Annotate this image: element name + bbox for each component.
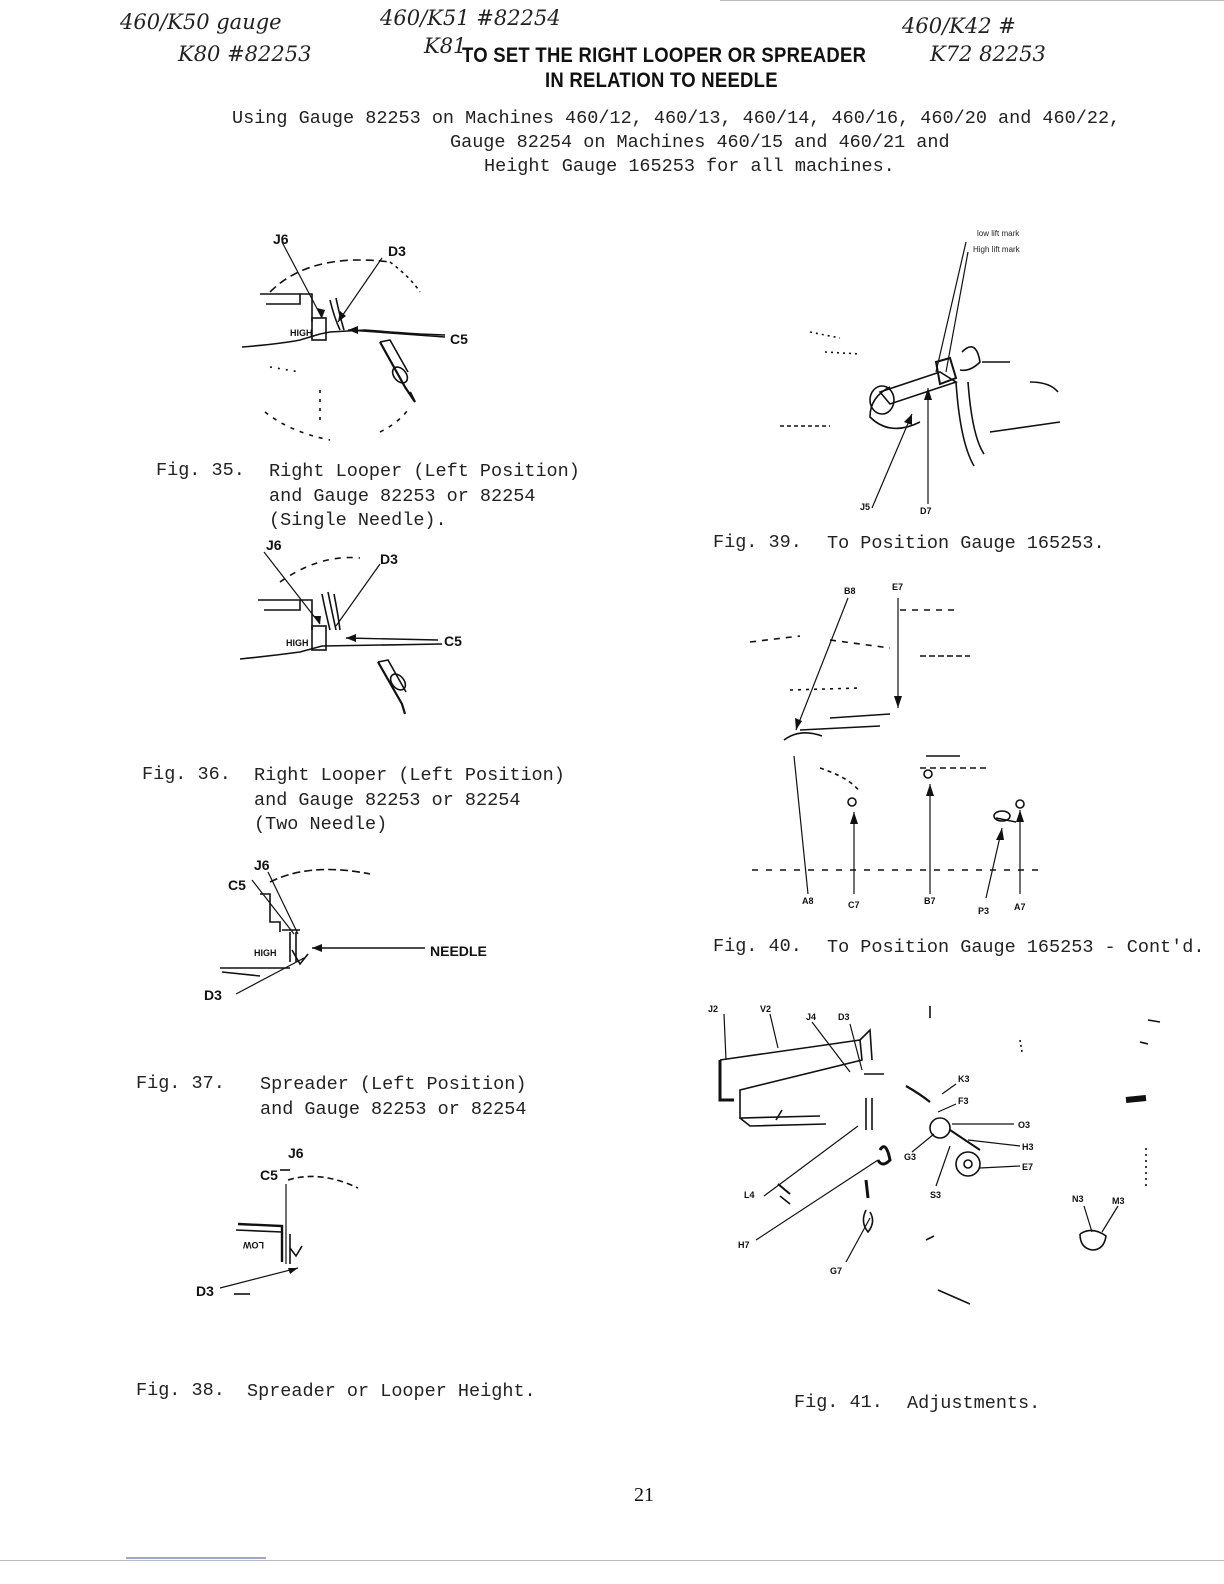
page-number: 21 (634, 1484, 654, 1506)
fig41-label-j2: J2 (708, 1004, 718, 1014)
fig37-label-needle: NEEDLE (430, 943, 487, 959)
handwritten-note-top-center: 460/K51 #82254 (380, 6, 561, 30)
fig40-label-a7: A7 (1014, 902, 1026, 912)
fig39-label-low-lift: low lift mark (977, 229, 1020, 238)
fig37-label-c5: C5 (228, 877, 246, 893)
fig37-number: Fig. 37. (136, 1073, 225, 1094)
fig35-number: Fig. 35. (156, 460, 245, 481)
fig38-number: Fig. 38. (136, 1380, 225, 1401)
fig37-caption: Spreader (Left Position) and Gauge 82253… (260, 1073, 526, 1122)
fig38-label-j6: J6 (288, 1145, 304, 1161)
fig38-label-low: LOW (243, 1240, 264, 1250)
fig36-caption-line-2: and Gauge 82253 or 82254 (254, 789, 521, 811)
intro-line-2: Gauge 82254 on Machines 460/15 and 460/2… (450, 132, 950, 153)
fig35-label-d3: D3 (388, 243, 406, 259)
fig35-caption-line-1: Right Looper (Left Position) (269, 461, 580, 482)
handwritten-note-top-right-1: 460/K42 # (902, 14, 1016, 38)
fig40-label-b8: B8 (844, 586, 856, 596)
fig35-label-high: HIGH (290, 328, 313, 338)
fig40-label-a8: A8 (802, 896, 814, 906)
fig41-label-m3: M3 (1112, 1196, 1125, 1206)
fig40-number: Fig. 40. (713, 936, 802, 957)
fig39-caption-line-1: To Position Gauge 165253. (827, 533, 1105, 554)
fig38-label-c5: C5 (260, 1167, 278, 1183)
fig41-label-j4: J4 (806, 1012, 816, 1022)
fig36-drawing: J6 D3 C5 HIGH (239, 537, 462, 715)
fig36-number: Fig. 36. (142, 764, 231, 785)
fig41-label-f3: F3 (958, 1096, 969, 1106)
fig40-caption: To Position Gauge 165253 - Cont'd. (827, 936, 1204, 961)
fig41-caption-line-1: Adjustments. (907, 1393, 1041, 1414)
fig41-caption: Adjustments. (907, 1392, 1040, 1417)
page-title-line-1: TO SET THE RIGHT LOOPER OR SPREADER (462, 44, 867, 67)
fig41-label-n3: N3 (1072, 1194, 1084, 1204)
top-edge-rule (720, 0, 1224, 1)
fig41-label-h7: H7 (738, 1240, 750, 1250)
fig35-caption-line-3: (Single Needle). (269, 510, 447, 531)
fig41-label-v2: V2 (760, 1004, 771, 1014)
fig37-label-d3: D3 (204, 987, 222, 1003)
fig39-number: Fig. 39. (713, 532, 802, 553)
fig39-label-d7: D7 (920, 506, 932, 516)
fig35-label-j6: J6 (273, 231, 289, 247)
fig35-drawing: J6 D3 C5 HIGH (241, 231, 468, 441)
fig41-label-g3: G3 (904, 1152, 916, 1162)
fig37-label-j6: J6 (254, 857, 270, 873)
fig37-label-high: HIGH (254, 948, 277, 958)
fig39-label-j5: J5 (860, 502, 870, 512)
fig35-caption-line-2: and Gauge 82253 or 82254 (269, 485, 536, 507)
fig41-drawing: J2 V2 J4 D3 K3 F3 O3 H3 E7 G3 S3 L4 H7 G… (708, 1004, 1161, 1305)
fig41-label-h3: H3 (1022, 1142, 1034, 1152)
handwritten-note-top-right-2: K72 82253 (930, 42, 1046, 66)
fig40-label-b7: B7 (924, 896, 936, 906)
handwritten-note-top-center-2: K81 (424, 34, 467, 58)
fig39-label-high-lift: High lift mark (973, 245, 1021, 254)
fig37-drawing: J6 C5 NEEDLE D3 HIGH (204, 857, 487, 1003)
fig41-label-l4: L4 (744, 1190, 755, 1200)
fig37-caption-line-1: Spreader (Left Position) (260, 1074, 527, 1095)
intro-line-3: Height Gauge 165253 for all machines. (484, 156, 895, 177)
fig36-caption: Right Looper (Left Position) and Gauge 8… (254, 764, 565, 838)
fig40-caption-line-1: To Position Gauge 165253 - Cont'd. (827, 937, 1205, 958)
fig40-label-p3: P3 (978, 906, 989, 916)
fig41-label-o3: O3 (1018, 1120, 1030, 1130)
fig39-drawing: low lift mark High lift mark J5 D7 (780, 229, 1061, 516)
fig40-drawing: B8 E7 A8 C7 B7 P3 A7 (749, 582, 1040, 916)
fig35-caption: Right Looper (Left Position) and Gauge 8… (269, 460, 580, 534)
fig39-caption: To Position Gauge 165253. (827, 532, 1105, 557)
fig41-number: Fig. 41. (794, 1392, 883, 1413)
fig41-label-k3: K3 (958, 1074, 970, 1084)
fig38-label-d3: D3 (196, 1283, 214, 1299)
handwritten-note-top-left-1: 460/K50 gauge (120, 10, 282, 34)
fig38-drawing: J6 C5 D3 LOW (196, 1145, 359, 1299)
intro-line-1: Using Gauge 82253 on Machines 460/12, 46… (232, 108, 1121, 129)
fig40-label-e7: E7 (892, 582, 903, 592)
fig36-label-high: HIGH (286, 638, 309, 648)
bottom-edge-tab (126, 1557, 266, 1559)
fig41-label-d3: D3 (838, 1012, 850, 1022)
fig41-label-s3: S3 (930, 1190, 941, 1200)
fig41-label-g7: G7 (830, 1266, 842, 1276)
handwritten-note-top-left-2: K80 #82253 (178, 42, 312, 66)
fig35-label-c5: C5 (450, 331, 468, 347)
fig37-caption-line-2: and Gauge 82253 or 82254 (260, 1098, 527, 1120)
fig36-caption-line-1: Right Looper (Left Position) (254, 765, 565, 786)
bottom-edge-rule (0, 1560, 1224, 1561)
fig38-caption: Spreader or Looper Height. (247, 1380, 536, 1405)
page-title-line-2: IN RELATION TO NEEDLE (545, 69, 778, 92)
fig38-caption-line-1: Spreader or Looper Height. (247, 1381, 536, 1402)
fig41-label-e7: E7 (1022, 1162, 1033, 1172)
fig36-caption-line-3: (Two Needle) (254, 814, 388, 835)
fig36-label-c5: C5 (444, 633, 462, 649)
fig36-label-j6: J6 (266, 537, 282, 553)
fig36-label-d3: D3 (380, 551, 398, 567)
fig40-label-c7: C7 (848, 900, 860, 910)
